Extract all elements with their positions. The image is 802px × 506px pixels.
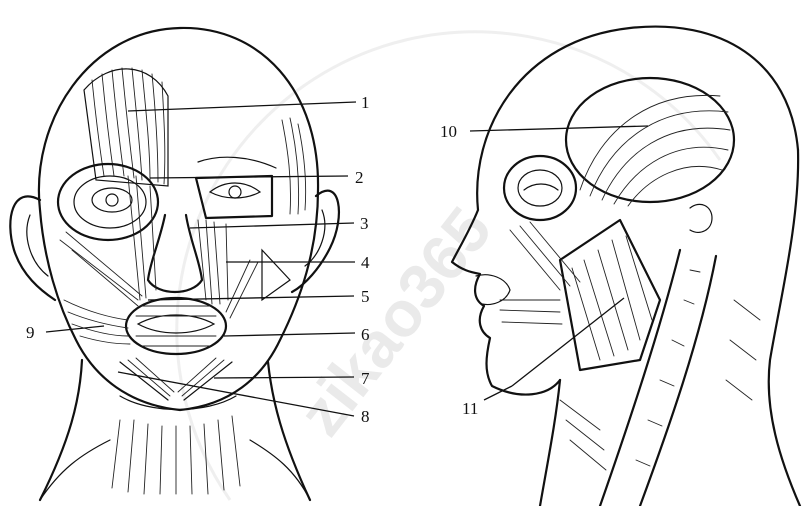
label-10: 10 <box>440 122 457 141</box>
leader-10 <box>470 126 648 131</box>
leader-6 <box>224 333 355 336</box>
front-left-ear <box>10 196 55 300</box>
label-4: 4 <box>361 253 370 272</box>
side-orbicularis-oculi <box>504 156 576 220</box>
front-right-ear <box>292 191 339 292</box>
label-1: 1 <box>361 93 370 112</box>
frontalis-hatching <box>84 68 168 186</box>
watermark: zikao365 <box>177 32 720 500</box>
platysma-hatching <box>112 416 240 494</box>
label-2: 2 <box>355 168 364 187</box>
side-ear <box>690 204 712 232</box>
front-neck <box>40 360 310 500</box>
side-head <box>452 27 800 506</box>
side-neck <box>769 150 800 506</box>
temporalis <box>566 78 734 206</box>
cheek-muscle-strands <box>60 176 290 318</box>
sternocleidomastoid <box>600 250 716 506</box>
front-head <box>10 28 339 500</box>
right-eye <box>196 157 276 218</box>
label-7: 7 <box>361 369 370 388</box>
label-3: 3 <box>360 214 369 233</box>
label-5: 5 <box>361 287 370 306</box>
label-8: 8 <box>361 407 370 426</box>
masseter <box>560 220 660 370</box>
label-6: 6 <box>361 325 370 344</box>
label-11: 11 <box>462 399 478 418</box>
label-9: 9 <box>26 323 35 342</box>
right-temple-hatching <box>282 118 306 214</box>
leader-1 <box>128 102 356 111</box>
orbicularis-oculi <box>58 164 158 240</box>
